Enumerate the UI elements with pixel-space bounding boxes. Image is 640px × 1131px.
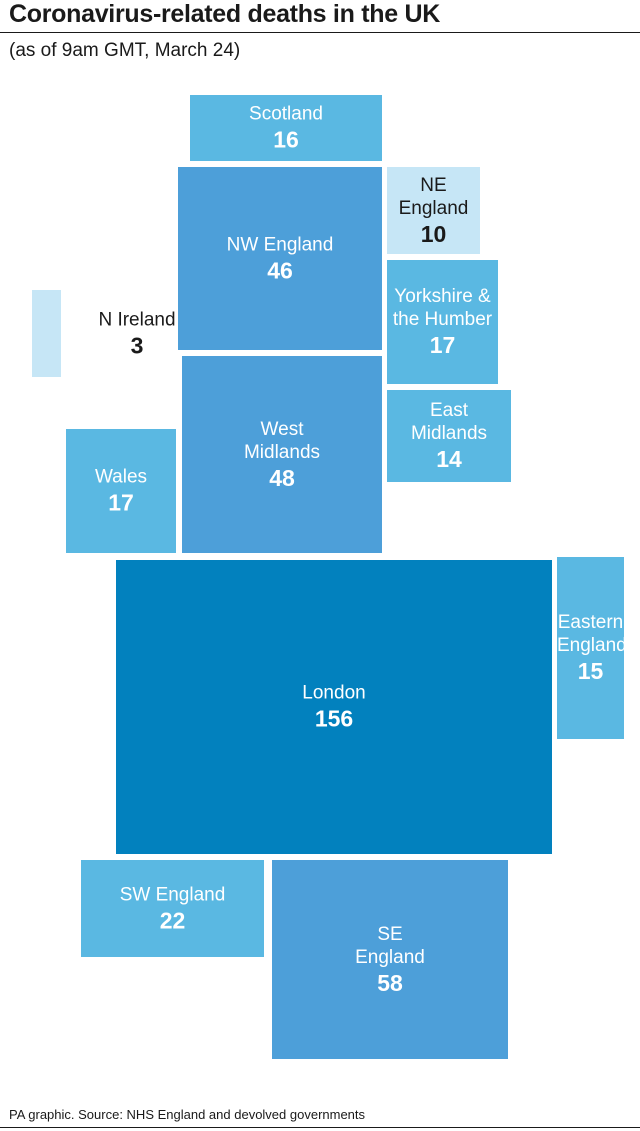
chart-subtitle: (as of 9am GMT, March 24) [9, 40, 241, 61]
bottom-rule [0, 1127, 640, 1128]
region-value: 17 [108, 489, 134, 516]
region-value: 16 [273, 126, 299, 153]
region-value: 10 [420, 220, 447, 247]
region-name: England [355, 946, 425, 968]
title-rule [0, 32, 640, 33]
region-name: West [260, 418, 304, 440]
region-name: East [429, 400, 469, 421]
region-name: SW England [119, 884, 226, 905]
region-value: 58 [377, 969, 403, 996]
region-name: Eastern [557, 612, 624, 633]
region-name: Yorkshire & [394, 286, 491, 307]
region-name: the Humber [392, 309, 493, 330]
region-name: NE [420, 174, 447, 196]
region-name: NW England [226, 234, 334, 255]
region-value: 22 [159, 907, 186, 933]
region-name: Midlands [243, 441, 321, 463]
region-name: N Ireland [98, 309, 176, 330]
region-value: 156 [314, 705, 354, 732]
region-name: Wales [94, 466, 148, 488]
region-name: Midlands [410, 423, 488, 444]
source-credit: PA graphic. Source: NHS England and devo… [9, 1107, 366, 1122]
region-value: 15 [577, 658, 604, 684]
chart-title: Coronavirus-related deaths in the UK [9, 0, 440, 28]
region-name: England [557, 635, 627, 656]
region-name: London [302, 682, 366, 704]
region-name: England [398, 197, 469, 219]
region-value: 48 [269, 464, 295, 491]
region-name: SE [377, 923, 403, 945]
region-value: 14 [436, 446, 462, 472]
region-value: 46 [267, 257, 293, 283]
region-value: 17 [429, 332, 456, 358]
region-value: 3 [130, 332, 144, 358]
region-name: Scotland [249, 103, 323, 125]
